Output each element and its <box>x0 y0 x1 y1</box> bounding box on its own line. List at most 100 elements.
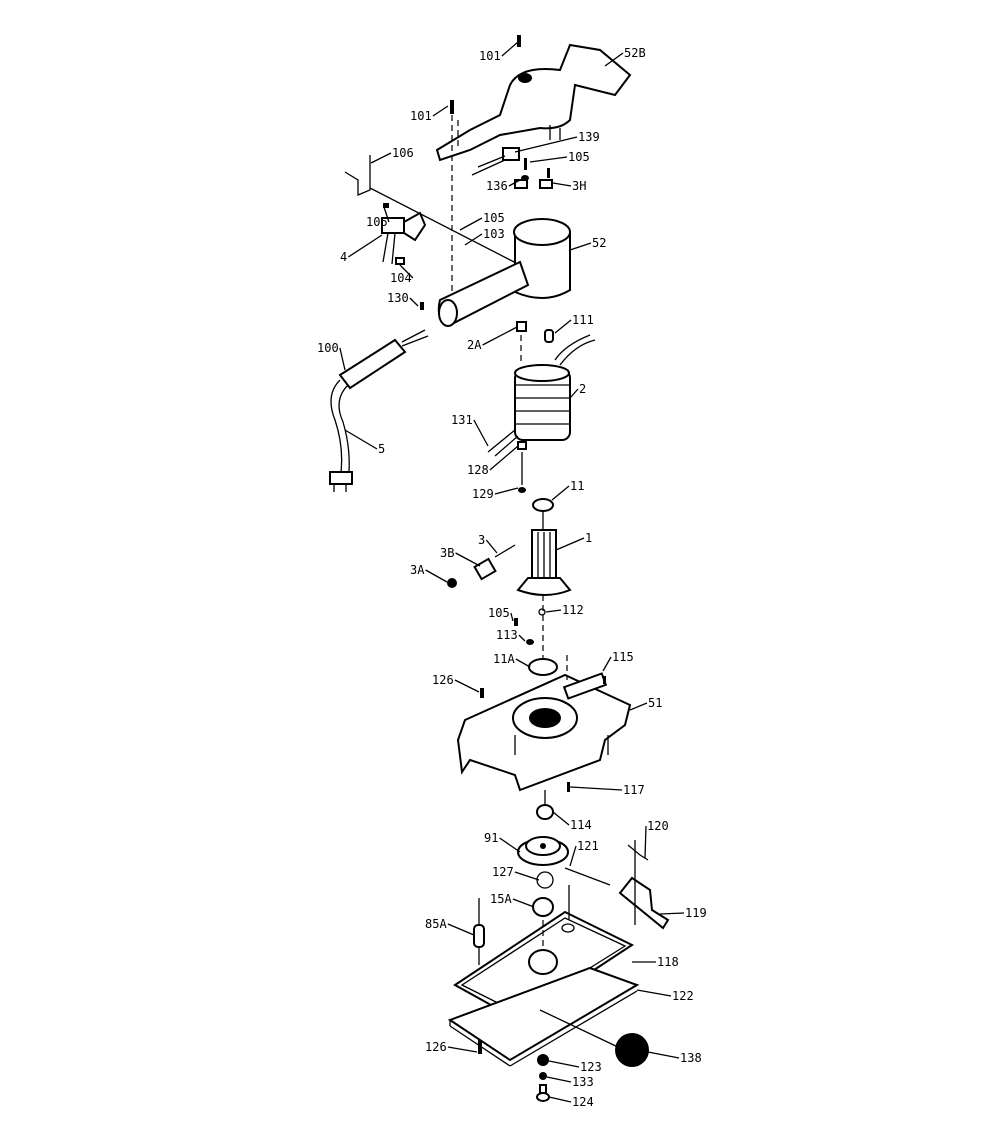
part-bolt-129 <box>517 441 527 493</box>
part-label-105: 105 <box>488 606 510 620</box>
leader-line <box>370 152 392 164</box>
leader-line <box>512 898 535 908</box>
part-label-114: 114 <box>570 818 592 832</box>
part-label-122: 122 <box>672 989 694 1003</box>
part-label-3h: 3H <box>572 179 586 193</box>
leader-line <box>629 702 648 711</box>
leader-line <box>447 923 475 936</box>
part-switch-4 <box>369 187 521 266</box>
part-label-129: 129 <box>472 487 494 501</box>
part-screw-124 <box>536 1084 550 1102</box>
part-label-120: 120 <box>647 819 669 833</box>
part-label-115: 115 <box>612 650 634 664</box>
part-bearing-11 <box>532 498 554 512</box>
part-label-124: 124 <box>572 1095 594 1109</box>
leader-line <box>569 845 577 867</box>
leader-line <box>499 837 521 853</box>
part-label-85a: 85A <box>425 917 447 931</box>
leader-line <box>551 485 570 501</box>
leader-line <box>383 206 390 223</box>
leader-line <box>473 419 489 447</box>
part-ring-127 <box>536 871 554 889</box>
part-pin-85a <box>473 898 485 965</box>
part-label-91: 91 <box>484 831 498 845</box>
part-label-105: 105 <box>568 150 590 164</box>
part-field-coil-2 <box>487 321 596 457</box>
part-sheet-138 <box>615 1033 649 1067</box>
leader-line <box>459 217 483 231</box>
leader-line <box>515 658 531 668</box>
part-label-133: 133 <box>572 1075 594 1089</box>
part-label-119: 119 <box>685 906 707 920</box>
part-switch-139 <box>471 147 520 176</box>
part-bushing-15a <box>532 897 554 917</box>
part-counterweight-91 <box>517 836 569 866</box>
part-fan-housing-51 <box>456 655 632 792</box>
part-label-131: 131 <box>451 413 473 427</box>
leader-line <box>545 609 562 613</box>
part-label-1: 1 <box>585 531 592 545</box>
leader-line <box>339 347 346 371</box>
leader-line <box>647 1051 680 1059</box>
part-label-3: 3 <box>478 533 485 547</box>
part-label-52: 52 <box>592 236 606 250</box>
leader-line <box>344 429 378 450</box>
leader-line <box>409 297 419 307</box>
part-nut-123 <box>537 1054 549 1066</box>
leader-line <box>494 487 519 495</box>
part-washer-133 <box>539 1072 547 1080</box>
leader-line <box>569 388 579 399</box>
part-pad-122 <box>447 966 640 1067</box>
part-label-111: 111 <box>572 313 594 327</box>
part-label-3a: 3A <box>410 563 425 577</box>
leader-line <box>569 786 623 791</box>
leader-line <box>514 136 578 153</box>
leader-line <box>514 871 540 881</box>
part-label-121: 121 <box>577 839 599 853</box>
part-ring-112 <box>538 608 546 616</box>
part-label-15a: 15A <box>490 892 512 906</box>
leader-line <box>552 182 572 187</box>
leader-line <box>548 1060 580 1068</box>
part-label-112: 112 <box>562 603 584 617</box>
part-handle-52b <box>435 43 632 162</box>
part-label-138: 138 <box>680 1051 702 1065</box>
part-label-51: 51 <box>648 696 662 710</box>
part-label-4: 4 <box>340 250 347 264</box>
part-bearing-11a <box>528 658 558 676</box>
leader-line <box>552 811 570 826</box>
leader-line <box>485 539 498 554</box>
part-motor-housing-52 <box>437 158 571 327</box>
leader-line <box>555 537 585 551</box>
leader-line <box>569 242 592 251</box>
leader-line <box>546 1076 572 1083</box>
leader-line <box>602 656 612 672</box>
part-label-128: 128 <box>467 463 489 477</box>
leader-line <box>425 569 448 583</box>
part-label-123: 123 <box>580 1060 602 1074</box>
leader-line <box>554 319 572 334</box>
part-label-101: 101 <box>479 49 501 63</box>
part-screw-105 <box>514 618 518 626</box>
part-label-136: 136 <box>486 179 508 193</box>
part-cord-100 <box>329 302 429 492</box>
leader-line <box>644 825 647 859</box>
leader-line <box>447 1046 478 1053</box>
leader-line <box>501 41 519 57</box>
part-lever-119 <box>564 840 670 930</box>
leader-line <box>548 1096 572 1103</box>
part-label-106: 106 <box>392 146 414 160</box>
part-label-139: 139 <box>578 130 600 144</box>
leader-line <box>347 234 383 258</box>
part-armature-1 <box>516 512 572 660</box>
leader-line <box>399 264 414 279</box>
part-label-52b: 52B <box>624 46 646 60</box>
part-label-118: 118 <box>657 955 679 969</box>
part-brush-3 <box>447 544 516 588</box>
part-label-130: 130 <box>387 291 409 305</box>
part-label-3b: 3B <box>440 546 454 560</box>
part-washer-113 <box>526 639 534 645</box>
leader-line <box>508 179 521 187</box>
part-label-103: 103 <box>483 227 505 241</box>
